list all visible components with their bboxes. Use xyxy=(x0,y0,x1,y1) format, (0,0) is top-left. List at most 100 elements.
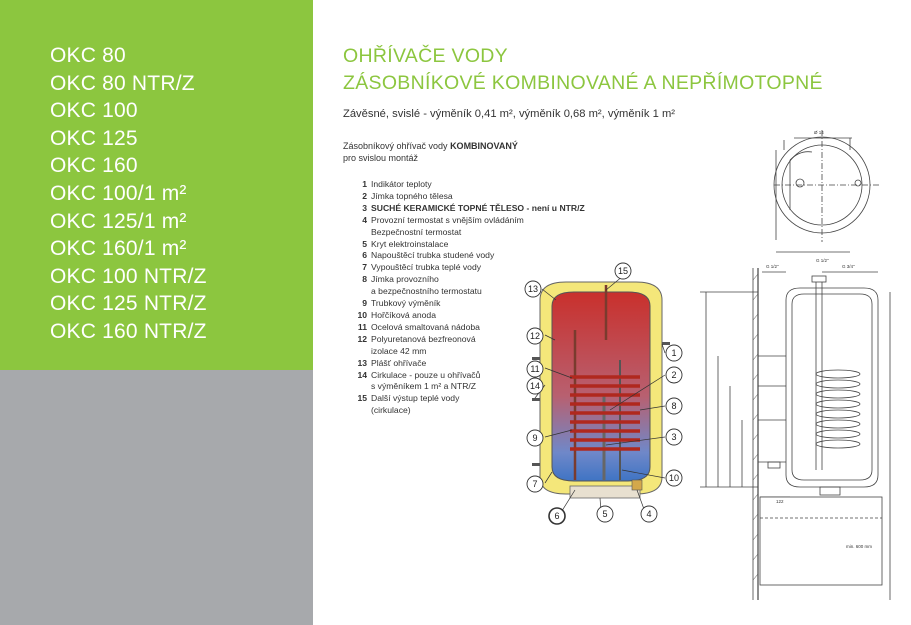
callout-4: 4 xyxy=(640,505,658,523)
model-item: OKC 100 NTR/Z xyxy=(50,264,207,288)
callout-15: 15 xyxy=(614,262,632,280)
callout-6-label: 6 xyxy=(554,511,559,521)
callout-5: 5 xyxy=(596,505,614,523)
callout-14: 14 xyxy=(526,377,544,395)
part-number: 1 xyxy=(362,179,367,189)
callout-8-label: 8 xyxy=(671,401,676,411)
part-text: Hořčíková anoda xyxy=(371,309,436,320)
part-text: Další výstup teplé vody (cirkulace) xyxy=(371,393,460,416)
part-number: 4 xyxy=(362,214,367,225)
part-number: 6 xyxy=(362,250,367,261)
intro-text: Zásobníkový ohřívač vody KOMBINOVANÝ pro… xyxy=(343,140,518,164)
callout-10-label: 10 xyxy=(669,473,679,483)
part-text: Ocelová smaltovaná nádoba xyxy=(371,321,480,332)
callout-11-label: 11 xyxy=(530,364,539,374)
side-view-tank xyxy=(785,287,879,488)
part-text: SUCHÉ KERAMICKÉ TOPNÉ TĚLESO - není u NT… xyxy=(371,202,585,213)
part-text: Jímka provozního a bezpečnostního termos… xyxy=(371,274,482,297)
part-item: 9 Trubkový výměník xyxy=(345,298,585,310)
callout-15-label: 15 xyxy=(618,266,628,276)
callout-12-label: 12 xyxy=(530,331,540,341)
side-view-coil xyxy=(815,369,861,449)
part-text: Provozní termostat s vnějším ovládáním B… xyxy=(371,214,524,237)
model-item: OKC 80 NTR/Z xyxy=(50,71,195,95)
electrical-cover xyxy=(569,485,641,499)
gray-panel xyxy=(0,370,313,625)
model-item: OKC 125 xyxy=(50,126,138,150)
part-number: 7 xyxy=(362,262,367,273)
model-item: OKC 100/1 m² xyxy=(50,181,187,205)
callout-10: 10 xyxy=(665,469,683,487)
part-text: Napouštěcí trubka studené vody xyxy=(371,250,495,261)
part-text: Jímka topného tělesa xyxy=(371,190,453,201)
part-number: 11 xyxy=(357,321,367,332)
part-text: Polyuretanová bezfreonová izolace 42 mm xyxy=(371,333,476,356)
part-item: 2 Jímka topného tělesa xyxy=(345,191,585,203)
part-number: 13 xyxy=(357,357,367,368)
subtitle: Závěsné, svislé - výměník 0,41 m², výměn… xyxy=(343,108,675,120)
model-item: OKC 160/1 m² xyxy=(50,237,187,261)
part-item: 10 Hořčíková anoda xyxy=(345,310,585,322)
part-item: 4 Provozní termostat s vnějším ovládáním … xyxy=(345,215,585,239)
page-title-line1: OHŘÍVAČE VODY xyxy=(343,45,508,67)
callout-14-label: 14 xyxy=(530,381,540,391)
part-text: Trubkový výměník xyxy=(371,298,441,309)
part-number: 15 xyxy=(357,393,367,404)
part-item: 8 Jímka provozního a bezpečnostního termo… xyxy=(345,274,585,298)
callout-8: 8 xyxy=(665,397,683,415)
callout-9-label: 9 xyxy=(532,433,537,443)
callout-7-label: 7 xyxy=(532,479,537,489)
part-text: Plášť ohřívače xyxy=(371,357,427,368)
callout-13-label: 13 xyxy=(528,284,538,294)
part-number: 5 xyxy=(362,238,367,249)
dim-top-view-a: G 1/2" xyxy=(766,264,779,269)
part-item: 7 Vypouštěcí trubka teplé vody xyxy=(345,262,585,274)
part-number: 9 xyxy=(362,298,367,309)
intro-bold: KOMBINOVANÝ xyxy=(450,141,518,151)
callout-9: 9 xyxy=(526,429,544,447)
callout-12: 12 xyxy=(526,327,544,345)
callout-1-label: 1 xyxy=(671,348,676,358)
part-number: 2 xyxy=(362,190,367,201)
part-item: 15 Další výstup teplé vody (cirkulace) xyxy=(345,393,585,417)
part-item: 6 Napouštěcí trubka studené vody xyxy=(345,250,585,262)
service-clearance xyxy=(759,496,883,586)
model-item: OKC 160 NTR/Z xyxy=(50,319,207,343)
model-item: OKC 125/1 m² xyxy=(50,209,187,233)
part-number: 14 xyxy=(357,369,367,380)
dim-side-width: 122 xyxy=(776,499,784,504)
min-clearance-label: min. 600 mm xyxy=(846,544,872,549)
callout-6: 6 xyxy=(548,507,566,525)
dim-top-left: Ø 14 xyxy=(814,130,824,135)
part-number: 8 xyxy=(362,274,367,285)
part-item: 12 Polyuretanová bezfreonová izolace 42 m… xyxy=(345,334,585,358)
part-item: 3 SUCHÉ KERAMICKÉ TOPNÉ TĚLESO - není u N… xyxy=(345,203,585,215)
part-number: 3 xyxy=(362,202,367,213)
page-title-line2: ZÁSOBNÍKOVÉ KOMBINOVANÉ A NEPŘÍMOTOPNÉ xyxy=(343,72,823,94)
intro-prefix: Zásobníkový ohřívač vody xyxy=(343,141,451,151)
part-number: 10 xyxy=(357,309,367,320)
dim-top-right: G 3/4" xyxy=(842,264,855,269)
model-item: OKC 80 xyxy=(50,44,126,67)
part-item: 14 Cirkulace - pouze u ohřívačů s výměník… xyxy=(345,370,585,394)
callout-4-label: 4 xyxy=(646,509,651,519)
callout-11: 11 xyxy=(526,360,544,378)
intro-suffix: pro svislou montáž xyxy=(343,153,419,163)
model-item: OKC 125 NTR/Z xyxy=(50,292,207,316)
model-item: OKC 160 xyxy=(50,154,138,178)
heat-exchanger-coil xyxy=(570,375,640,451)
callout-13: 13 xyxy=(524,280,542,298)
callout-3-label: 3 xyxy=(671,432,676,442)
dim-top-view-b: G 1/2" xyxy=(816,258,829,263)
part-item: 11 Ocelová smaltovaná nádoba xyxy=(345,322,585,334)
part-text: Cirkulace - pouze u ohřívačů s výměníkem… xyxy=(371,369,481,392)
part-text: Kryt elektroinstalace xyxy=(371,238,449,249)
model-item: OKC 100 xyxy=(50,99,138,123)
callout-7: 7 xyxy=(526,475,544,493)
callout-1: 1 xyxy=(665,344,683,362)
part-text: Vypouštěcí trubka teplé vody xyxy=(371,262,482,273)
